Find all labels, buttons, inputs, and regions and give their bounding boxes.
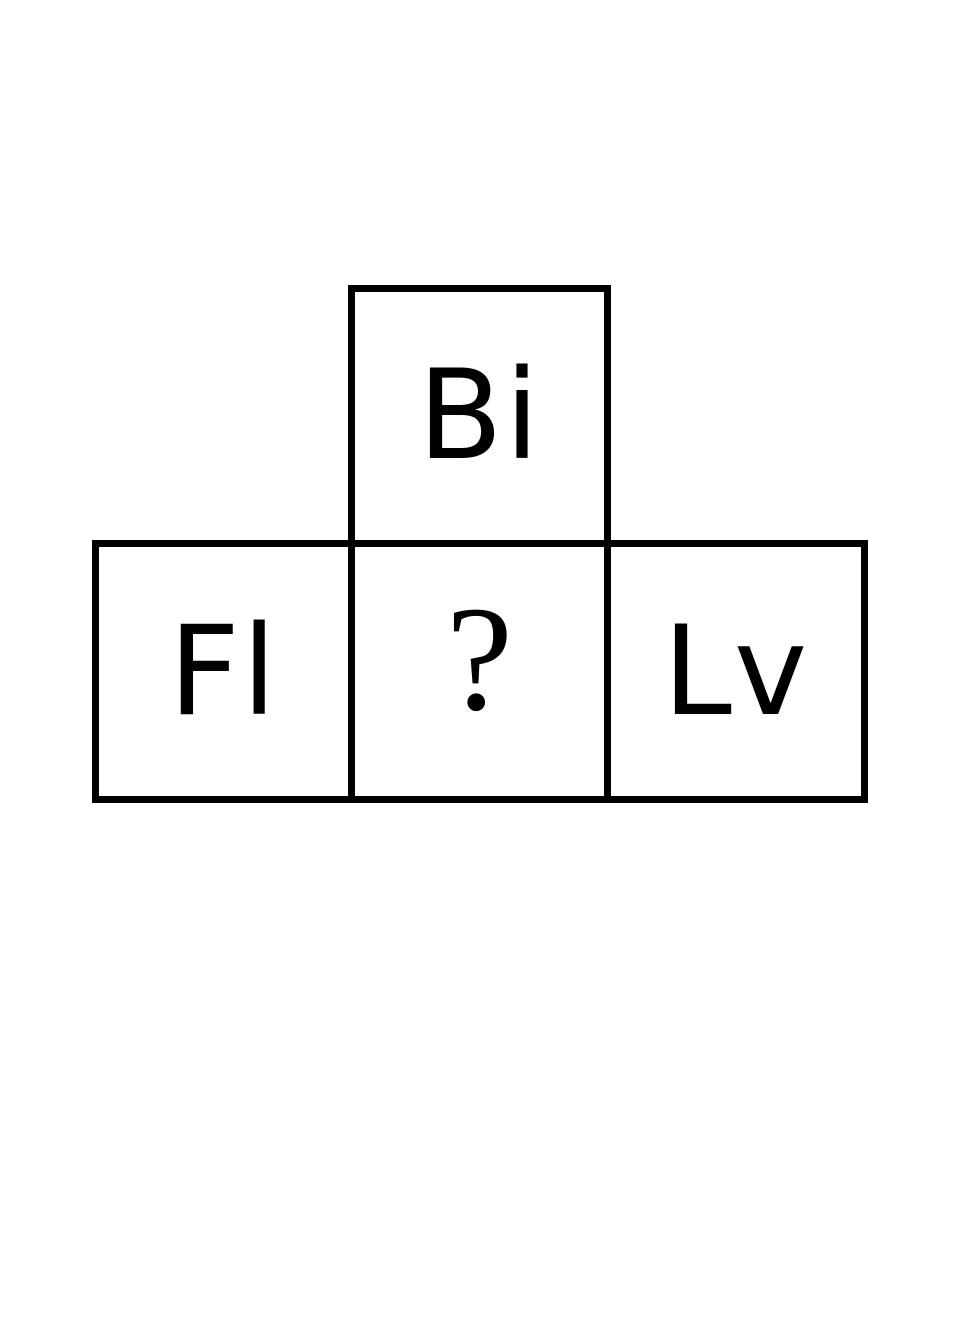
element-symbol-left: Fl (168, 599, 279, 744)
element-symbol-right: Lv (662, 599, 810, 744)
cell-top: Bi (348, 285, 611, 547)
cell-right: Lv (604, 540, 868, 803)
cell-center-unknown: ? (348, 540, 611, 803)
element-symbol-top: Bi (417, 344, 542, 488)
question-mark: ? (446, 575, 513, 742)
cell-left: Fl (92, 540, 355, 803)
